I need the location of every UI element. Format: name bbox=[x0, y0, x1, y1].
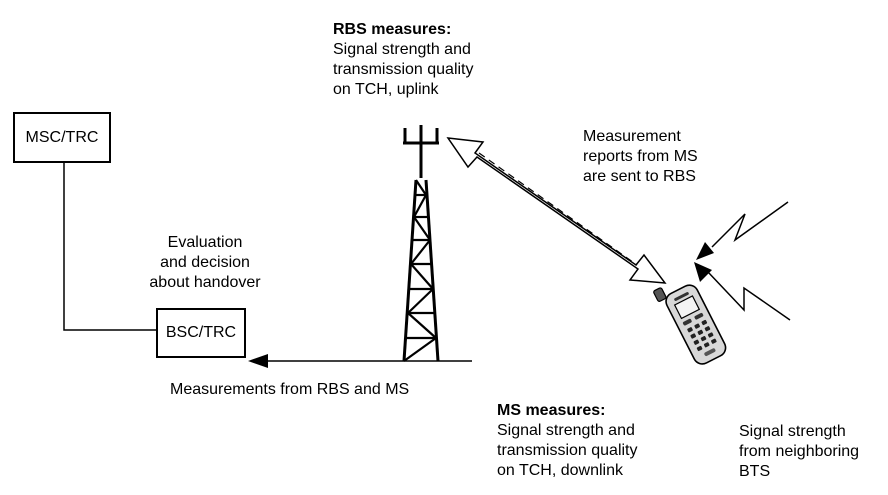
neighbor-signal-lower-icon bbox=[694, 262, 791, 321]
rbs-measures-block: RBS measures: Signal strength and transm… bbox=[333, 20, 474, 100]
reports-line-2: reports from MS bbox=[583, 148, 698, 165]
ms-measures-line-2: transmission quality bbox=[497, 442, 638, 459]
ms-measures-block: MS measures: Signal strength and transmi… bbox=[497, 401, 638, 481]
reports-double-arrow bbox=[446, 137, 667, 284]
bsc-trc-label: BSC/TRC bbox=[165, 324, 237, 341]
evaluation-line-1: Evaluation bbox=[167, 234, 243, 251]
reports-line-1: Measurement bbox=[583, 128, 681, 145]
ms-measures-line-1: Signal strength and bbox=[497, 422, 635, 439]
reports-line-3: are sent to RBS bbox=[583, 168, 696, 185]
measurements-label: Measurements from RBS and MS bbox=[170, 381, 410, 398]
msc-trc-label: MSC/TRC bbox=[25, 128, 99, 146]
bsc-trc-box: BSC/TRC bbox=[156, 308, 246, 358]
rbs-measures-heading: RBS measures: bbox=[333, 21, 452, 38]
neighbor-line-2: from neighboring bbox=[739, 443, 860, 460]
rbs-tower bbox=[402, 125, 440, 362]
neighbor-block: Signal strength from neighboring BTS bbox=[739, 422, 859, 482]
ms-measures-heading: MS measures: bbox=[497, 402, 606, 419]
rbs-measures-line-1: Signal strength and bbox=[333, 41, 471, 58]
measurements-arrow bbox=[248, 354, 400, 368]
evaluation-line-3: about handover bbox=[149, 274, 261, 291]
reports-block: Measurement reports from MS are sent to … bbox=[583, 127, 698, 187]
evaluation-block: Evaluation and decision about handover bbox=[140, 233, 270, 293]
evaluation-line-2: and decision bbox=[160, 254, 250, 271]
antenna-icon bbox=[403, 125, 439, 178]
neighbor-line-1: Signal strength bbox=[739, 423, 846, 440]
ms-measures-line-3: on TCH, downlink bbox=[497, 462, 623, 479]
msc-bsc-link bbox=[63, 162, 158, 331]
mobile-phone-icon bbox=[653, 284, 727, 365]
neighbor-signal-upper-icon bbox=[696, 201, 789, 260]
rbs-measures-line-2: transmission quality bbox=[333, 61, 474, 78]
msc-trc-box: MSC/TRC bbox=[13, 112, 111, 163]
neighbor-line-3: BTS bbox=[739, 463, 771, 480]
rbs-measures-line-3: on TCH, uplink bbox=[333, 81, 439, 98]
